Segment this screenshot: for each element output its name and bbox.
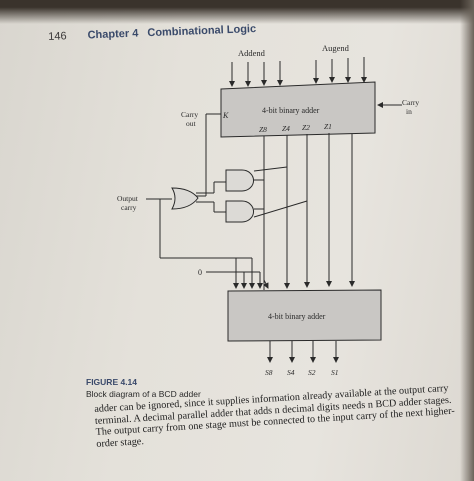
- figure-caption: Block diagram of a BCD adder: [86, 389, 201, 399]
- top-binary-adder-box: [220, 81, 376, 138]
- and-gate-lower: [225, 200, 254, 223]
- sum-output-lines: [267, 341, 339, 363]
- addend-input-lines: [229, 61, 283, 87]
- bottom-binary-adder-box: [227, 289, 382, 342]
- addend-label: Addend: [238, 48, 266, 58]
- augend-input-lines: [313, 57, 367, 84]
- output-carry-label-line1: Output: [117, 194, 139, 203]
- z4-label: Z4: [282, 124, 290, 133]
- carry-in-label-line2: in: [406, 107, 412, 116]
- z8-label: Z8: [259, 125, 267, 134]
- augend-label: Augend: [322, 43, 350, 53]
- correction-wiring: [150, 113, 355, 290]
- s1-label: S1: [331, 368, 339, 377]
- z2-label: Z2: [302, 123, 310, 132]
- page-right-shadow: [460, 0, 474, 481]
- page-top-shadow: [0, 0, 474, 24]
- s2-label: S2: [308, 368, 316, 377]
- carry-out-label-line2: out: [186, 119, 197, 128]
- top-adder-label: 4-bit binary adder: [262, 106, 320, 115]
- and-gate-upper: [225, 169, 254, 192]
- s8-label: S8: [265, 368, 273, 377]
- s4-label: S4: [287, 368, 295, 377]
- carry-out-label-line1: Carry: [181, 110, 198, 119]
- zero-label: 0: [198, 268, 202, 277]
- bottom-adder-label: 4-bit binary adder: [268, 312, 326, 321]
- k-label: K: [222, 111, 229, 120]
- carry-in-label-line1: Carry: [402, 98, 419, 107]
- output-carry-label-line2: carry: [121, 203, 137, 212]
- or-gate: [171, 187, 199, 210]
- figure-number: FIGURE 4.14: [86, 377, 138, 387]
- z1-label: Z1: [324, 122, 332, 131]
